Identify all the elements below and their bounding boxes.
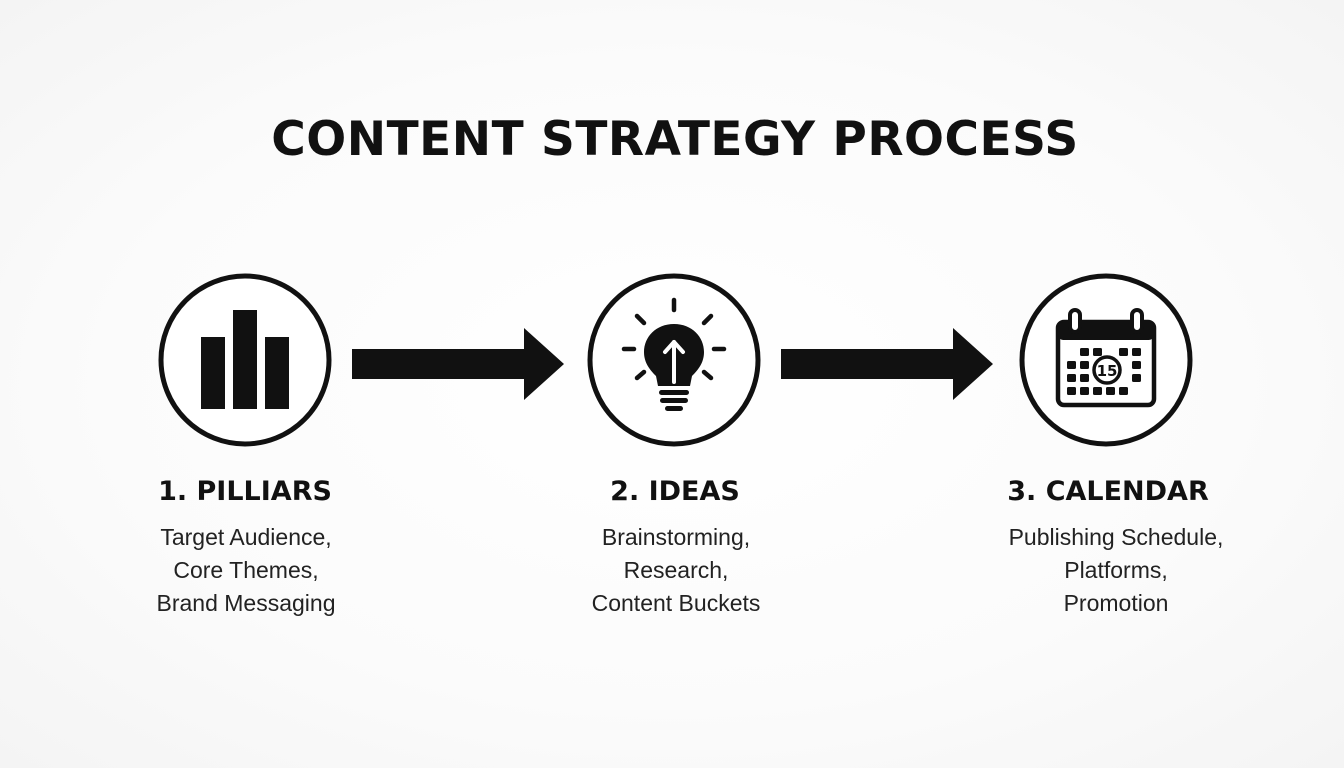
step-2-line-3: Content Buckets [591, 590, 761, 616]
step-3-line-2: Platforms, [1064, 557, 1168, 583]
step-3-line-1: Publishing Schedule, [1008, 524, 1224, 550]
step-1-heading: 1. PILLIARS [158, 476, 332, 507]
flow-arrow-1 [352, 328, 564, 400]
flow-arrow-2 [781, 328, 993, 400]
lightbulb-icon [586, 272, 762, 448]
step-1-line-3: Brand Messaging [156, 590, 336, 616]
step-1-line-1: Target Audience, [160, 524, 332, 550]
calendar-day-number: 15 [1097, 362, 1118, 380]
page-title: CONTENT STRATEGY PROCESS [271, 112, 1079, 167]
step-2-line-1: Brainstorming, [601, 524, 751, 550]
bar-chart-icon [157, 272, 333, 448]
step-3-line-3: Promotion [1063, 590, 1169, 616]
step-1-description: Target Audience, Core Themes, Brand Mess… [86, 521, 406, 620]
step-3-heading: 3. CALENDAR [1007, 476, 1209, 507]
step-2-heading: 2. IDEAS [610, 476, 740, 507]
step-3-description: Publishing Schedule, Platforms, Promotio… [956, 521, 1276, 620]
step-1-line-2: Core Themes, [173, 557, 319, 583]
step-2-line-2: Research, [623, 557, 729, 583]
step-2-description: Brainstorming, Research, Content Buckets [516, 521, 836, 620]
calendar-icon: 15 [1018, 272, 1194, 448]
